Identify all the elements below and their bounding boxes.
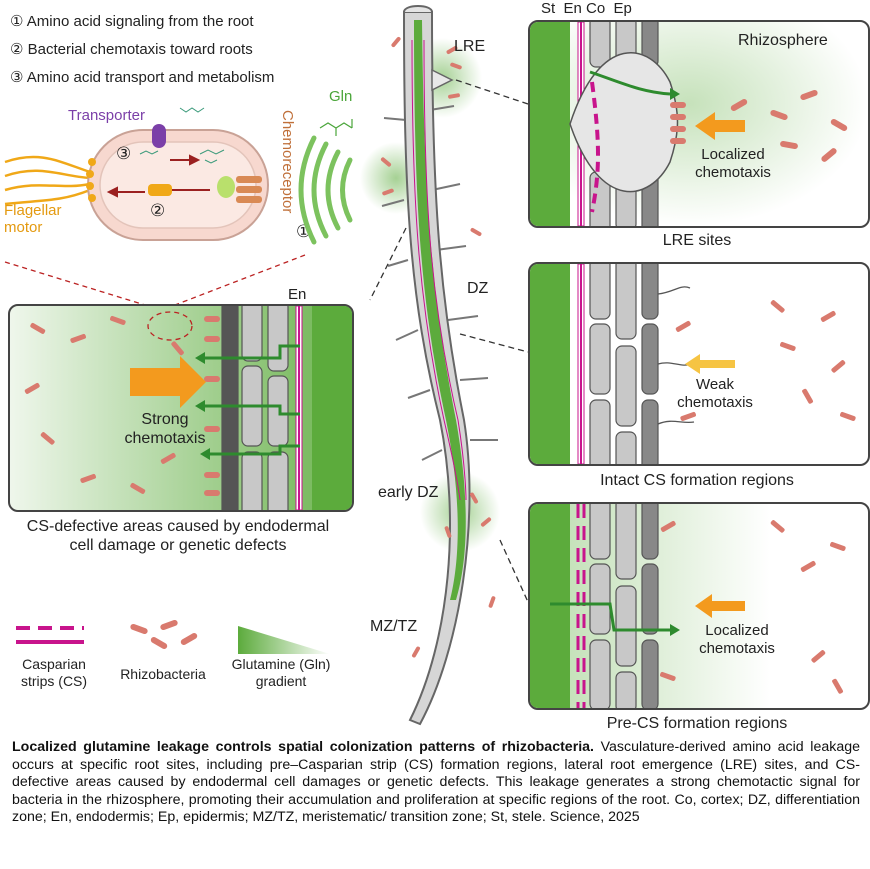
zoom-lines-red — [4, 254, 306, 306]
lre-panel: Rhizosphere Localized chemotaxis — [528, 20, 870, 228]
lre-chemotaxis-label: Localized chemotaxis — [695, 146, 771, 181]
gln-molecule-icon — [319, 119, 353, 136]
bacteria-legend-icon — [130, 620, 198, 649]
chemoreceptor-label: Chemoreceptor — [279, 110, 296, 214]
transporter-label: Transporter — [68, 107, 145, 124]
root-cap — [403, 5, 433, 13]
root-label-mz-tz: MZ/TZ — [370, 618, 418, 635]
root-diagram — [360, 5, 529, 726]
lre-panel-title: LRE sites — [662, 232, 732, 249]
rhizosphere-label: Rhizosphere — [738, 32, 828, 49]
gln-gradient-legend — [238, 626, 330, 654]
transporter-icon — [152, 124, 166, 148]
gln-label: Gln — [329, 88, 353, 105]
pre-cs-panel-title: Pre-CS formation regions — [606, 715, 788, 732]
cs-legend-label: Casparian strips (CS) — [20, 656, 88, 689]
root-label-early-dz: early DZ — [378, 484, 439, 501]
caption-title: Localized glutamine leakage controls spa… — [12, 739, 594, 755]
intact-cs-panel-title: Intact CS formation regions — [600, 472, 794, 489]
pre-cs-chemotaxis-label: Localized chemotaxis — [699, 622, 775, 657]
legend-item-bacterial-chemotaxis: ② Bacterial chemotaxis toward roots — [10, 41, 253, 58]
pre-cs-panel: Localized chemotaxis — [528, 502, 870, 710]
marker-2: ② — [150, 201, 166, 220]
lre-panel-art — [530, 22, 868, 226]
cs-defective-panel-title: CS-defective areas caused by endodermal … — [26, 518, 330, 554]
intact-chemotaxis-label: Weak chemotaxis — [677, 376, 753, 411]
legend-item-amino-acid-signaling: ① Amino acid signaling from the root — [10, 13, 254, 30]
cs-defective-panel: Strong chemotaxis — [8, 304, 354, 512]
flagellar-motor-icon — [86, 158, 96, 202]
marker-3: ③ — [116, 144, 132, 163]
defect-chemotaxis-label: Strong chemotaxis — [124, 411, 206, 447]
lateral-root-emergence — [431, 68, 454, 92]
strong-chemotaxis-arrow — [130, 356, 206, 408]
motor-switch-icon — [148, 184, 172, 196]
gln-legend-label: Glutamine (Gln) gradient — [231, 656, 331, 689]
bacterial-cell-inner — [99, 141, 257, 229]
bacterium-diagram — [4, 107, 269, 241]
legend-item-amino-acid-transport: ③ Amino acid transport and metabolism — [10, 69, 275, 86]
cs-defective-panel-art — [10, 306, 352, 510]
flagellar-motor-label: Flagellar motor — [4, 202, 62, 236]
chemoreceptor-icon — [217, 176, 262, 203]
root-label-lre: LRE — [454, 38, 486, 55]
intact-cs-panel: Weak chemotaxis — [528, 262, 870, 466]
connector-lines — [369, 79, 529, 603]
root-bacteria — [380, 36, 496, 658]
lre-layer-labels: St En Co Ep — [541, 0, 632, 17]
lateral-root-primordium — [569, 52, 679, 193]
caption-body: Vasculature-derived amino acid leakage o… — [12, 739, 860, 825]
root-stele — [414, 20, 466, 600]
bacteria-legend-label: Rhizobacteria — [120, 666, 206, 682]
defect-en-label: En — [288, 286, 307, 303]
figure-caption: Localized glutamine leakage controls spa… — [12, 739, 860, 827]
root-label-dz: DZ — [467, 280, 489, 297]
signal-wave-icon — [298, 135, 353, 245]
pre-cs-panel-art — [530, 504, 846, 708]
molecule-icon — [139, 107, 225, 164]
gln-signal-waves — [298, 119, 353, 245]
flagella-icon — [4, 155, 91, 206]
intact-cs-panel-art — [530, 264, 856, 464]
bottom-legend-graphics — [16, 620, 330, 654]
